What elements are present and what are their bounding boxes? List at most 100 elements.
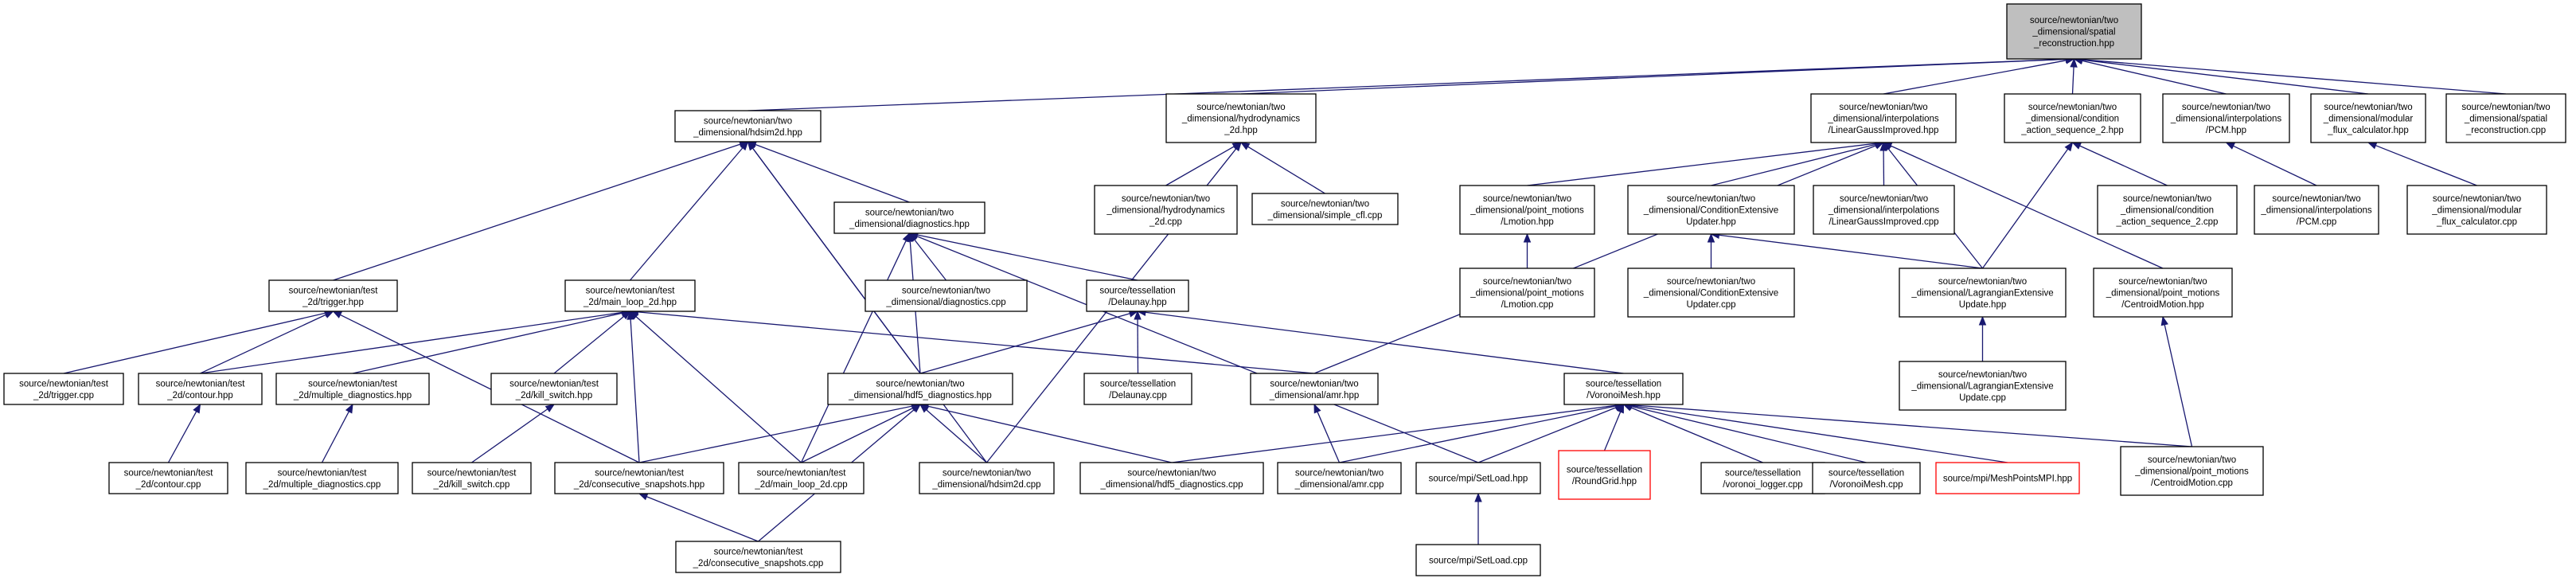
- edge-line: [1719, 234, 1983, 269]
- edge-line: [321, 411, 349, 463]
- node-n27[interactable]: source/newtonian/test_2d/multiple_diagno…: [275, 373, 430, 405]
- edge-line: [916, 236, 1479, 463]
- node-label-line: source/newtonian/two: [2123, 194, 2211, 204]
- edge-n11-to-n3: [1527, 139, 1885, 186]
- edge-n45-to-n32: [1622, 402, 1867, 463]
- node-n39[interactable]: source/newtonian/two_dimensional/hdsim2d…: [919, 462, 1055, 494]
- node-n11[interactable]: source/newtonian/two_dimensional/point_m…: [1459, 185, 1595, 235]
- node-n15[interactable]: source/newtonian/two_dimensional/interpo…: [2254, 185, 2379, 235]
- node-n32[interactable]: source/tessellation/VoronoiMesh.hpp: [1563, 373, 1684, 405]
- node-n8[interactable]: source/newtonian/two_dimensional/diagnos…: [833, 201, 986, 234]
- node-label-line: _dimensional/LagrangianExtensive: [1911, 289, 2053, 299]
- edge-line: [927, 405, 1173, 463]
- node-box: [833, 201, 986, 234]
- node-n10[interactable]: source/newtonian/two_dimensional/simple_…: [1251, 193, 1399, 225]
- node-n17[interactable]: source/newtonian/test_2d/trigger.hpp: [268, 279, 398, 312]
- node-n28[interactable]: source/newtonian/test_2d/kill_switch.hpp: [490, 373, 618, 405]
- node-n42[interactable]: source/mpi/SetLoad.hpp: [1415, 462, 1541, 494]
- edge-line: [1171, 404, 1616, 463]
- node-box: [1250, 373, 1379, 405]
- node-n24[interactable]: source/newtonian/two_dimensional/point_m…: [2093, 268, 2233, 318]
- arrowhead-icon: [1134, 310, 1142, 320]
- node-n30[interactable]: source/tessellation/Delaunay.cpp: [1083, 373, 1192, 405]
- edge-line: [352, 312, 623, 374]
- edge-line: [919, 313, 1130, 374]
- node-n41[interactable]: source/newtonian/two_dimensional/amr.cpp: [1277, 462, 1402, 494]
- node-n4[interactable]: source/newtonian/two_dimensional/conditi…: [2004, 93, 2141, 143]
- edge-line: [646, 496, 759, 542]
- node-n23[interactable]: source/newtonian/two_dimensional/Lagrang…: [1899, 268, 2067, 318]
- node-n45[interactable]: source/tessellation/VoronoiMesh.cpp: [1812, 462, 1921, 494]
- node-n40[interactable]: source/newtonian/two_dimensional/hdf5_di…: [1079, 462, 1264, 494]
- node-n0[interactable]: source/newtonian/two_dimensional/spatial…: [2006, 3, 2142, 60]
- node-label-line: _2d/main_loop_2d.hpp: [583, 298, 677, 307]
- node-n22[interactable]: source/newtonian/two_dimensional/Conditi…: [1627, 268, 1795, 318]
- edge-line: [1339, 405, 1616, 463]
- edge-n39-to-n29: [919, 404, 987, 463]
- node-n19[interactable]: source/newtonian/two_dimensional/diagnos…: [865, 279, 1028, 312]
- edge-line: [1145, 311, 1624, 374]
- edge-line: [1981, 148, 2069, 269]
- node-n43[interactable]: source/tessellation/RoundGrid.hpp: [1558, 450, 1651, 500]
- node-n6[interactable]: source/newtonian/two_dimensional/modular…: [2310, 93, 2426, 143]
- edge-n30-to-n20: [1134, 310, 1142, 374]
- edge-n15-to-n5: [2225, 142, 2317, 186]
- node-box: [2006, 3, 2142, 60]
- node-label-line: source/newtonian/test: [509, 379, 599, 389]
- node-n13[interactable]: source/newtonian/two_dimensional/interpo…: [1813, 185, 1955, 235]
- node-n35[interactable]: source/newtonian/test_2d/multiple_diagno…: [245, 462, 399, 494]
- edge-line: [2071, 66, 2074, 95]
- node-box: [1079, 462, 1264, 494]
- node-n34[interactable]: source/newtonian/test_2d/contour.cpp: [108, 462, 228, 494]
- node-n21[interactable]: source/newtonian/two_dimensional/point_m…: [1459, 268, 1595, 318]
- node-n5[interactable]: source/newtonian/two_dimensional/interpo…: [2162, 93, 2290, 143]
- node-n9[interactable]: source/newtonian/two_dimensional/hydrody…: [1094, 185, 1238, 235]
- node-n16[interactable]: source/newtonian/two_dimensional/modular…: [2406, 185, 2547, 235]
- node-n12[interactable]: source/newtonian/two_dimensional/Conditi…: [1627, 185, 1795, 235]
- arrowhead-icon: [902, 232, 911, 243]
- node-label-line: _2d/trigger.cpp: [33, 391, 94, 400]
- edge-line: [1631, 405, 1867, 463]
- node-n20[interactable]: source/tessellation/Delaunay.hpp: [1086, 279, 1189, 312]
- node-label-line: _dimensional/point_motions: [1469, 206, 1584, 216]
- node-n48[interactable]: source/newtonian/test_2d/consecutive_sna…: [675, 541, 841, 573]
- edge-line: [200, 314, 326, 374]
- node-n3[interactable]: source/newtonian/two_dimensional/interpo…: [1810, 93, 1957, 143]
- node-n29[interactable]: source/newtonian/two_dimensional/hdf5_di…: [827, 373, 1013, 405]
- edge-line: [635, 316, 802, 463]
- node-box: [1627, 268, 1795, 318]
- node-n25[interactable]: source/newtonian/test_2d/trigger.cpp: [3, 373, 124, 405]
- node-n47[interactable]: source/newtonian/two_dimensional/point_m…: [2120, 446, 2264, 496]
- node-n37[interactable]: source/newtonian/test_2d/consecutive_sna…: [554, 462, 724, 494]
- arrowhead-icon: [193, 403, 201, 414]
- node-box: [1700, 462, 1825, 494]
- node-n36[interactable]: source/newtonian/test_2d/kill_switch.cpp: [412, 462, 532, 494]
- node-n38[interactable]: source/newtonian/test_2d/main_loop_2d.cp…: [738, 462, 865, 494]
- node-n7[interactable]: source/newtonian/two_dimensional/spatial…: [2445, 93, 2566, 143]
- node-box: [564, 279, 696, 312]
- edge-n49-to-n42: [1474, 492, 1482, 545]
- node-n49[interactable]: source/mpi/SetLoad.cpp: [1415, 544, 1541, 576]
- node-n18[interactable]: source/newtonian/test_2d/main_loop_2d.hp…: [564, 279, 696, 312]
- node-n2[interactable]: source/newtonian/two_dimensional/hydrody…: [1165, 93, 1317, 143]
- node-n46[interactable]: source/mpi/MeshPointsMPI.hpp: [1935, 462, 2080, 494]
- node-box: [1459, 185, 1595, 235]
- node-label-line: _dimensional/condition: [2120, 206, 2214, 216]
- node-label-line: source/newtonian/two: [2272, 194, 2360, 204]
- node-label-line: source/newtonian/test: [289, 286, 379, 295]
- edge-n40-to-n29: [919, 402, 1173, 463]
- edge-line: [630, 318, 640, 463]
- node-n31[interactable]: source/newtonian/two_dimensional/amr.hpp: [1250, 373, 1379, 405]
- node-box: [2093, 268, 2233, 318]
- node-n26[interactable]: source/newtonian/test_2d/contour.hpp: [138, 373, 263, 405]
- node-box: [1086, 279, 1189, 312]
- node-n1[interactable]: source/newtonian/two_dimensional/hdsim2d…: [674, 110, 822, 143]
- node-label-line: _2d/contour.cpp: [135, 480, 201, 490]
- edge-n14-to-n4: [2071, 142, 2168, 186]
- node-label-line: source/tessellation: [1725, 468, 1801, 478]
- node-n44[interactable]: source/tessellation/voronoi_logger.cpp: [1700, 462, 1825, 494]
- node-box: [2097, 185, 2238, 235]
- node-n14[interactable]: source/newtonian/two _dimensional/conditi…: [2097, 185, 2238, 235]
- edge-line: [755, 143, 910, 203]
- node-n33[interactable]: source/newtonian/two_dimensional/Lagrang…: [1899, 361, 2067, 411]
